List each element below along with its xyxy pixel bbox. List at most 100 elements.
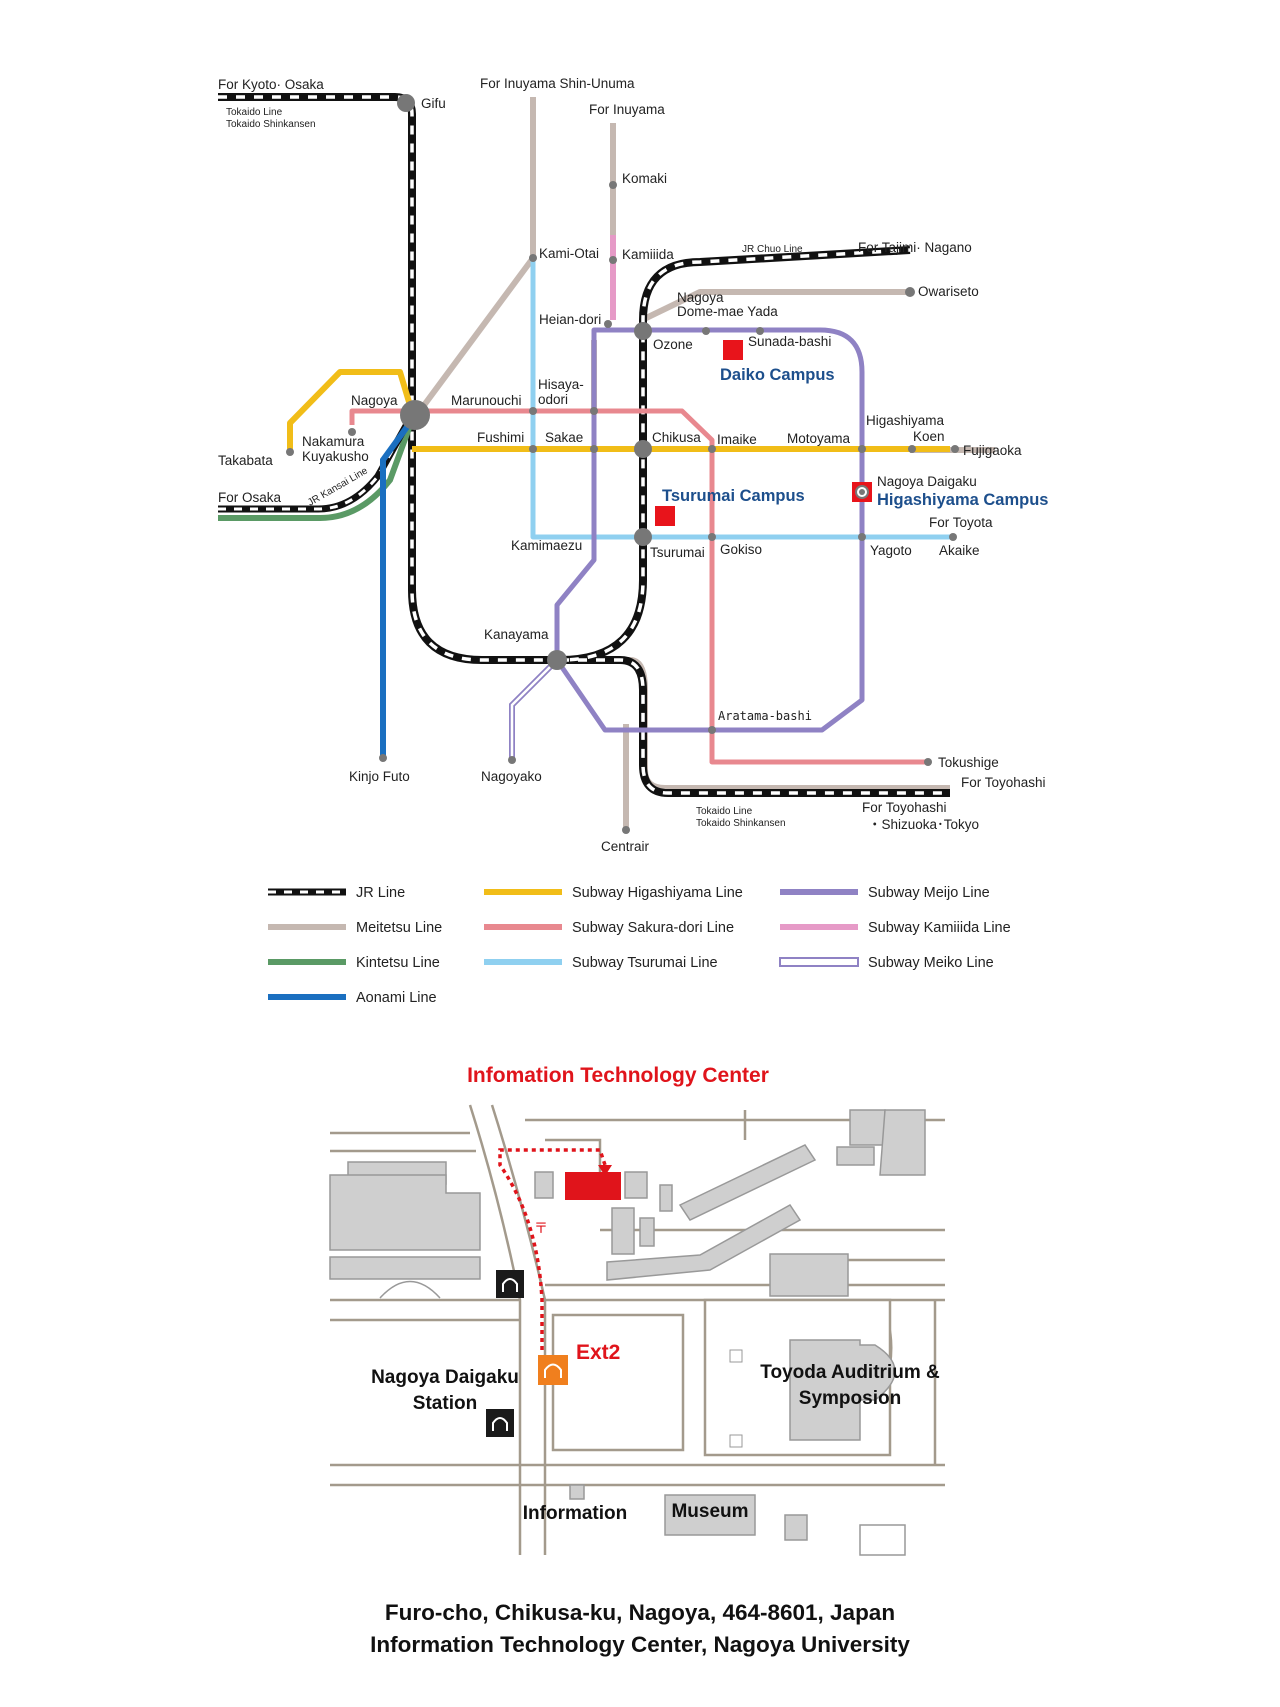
dest-osaka: For Osaka	[218, 490, 282, 505]
station-nagoyako: Nagoyako	[481, 769, 542, 784]
station-tokushige: Tokushige	[938, 755, 999, 770]
tsurumai-campus-label: Tsurumai Campus	[662, 487, 805, 505]
address-line: Furo-cho, Chikusa-ku, Nagoya, 464-8601, …	[384, 1600, 896, 1625]
station-aratama-bashi: Aratama-bashi	[718, 709, 812, 723]
line-label-tokaido-bottom-2: Tokaido Shinkansen	[696, 818, 786, 829]
station-marunouchi: Marunouchi	[451, 393, 522, 408]
address-footer: Furo-cho, Chikusa-ku, Nagoya, 464-8601, …	[0, 1597, 1280, 1661]
legend-kamiiida: Subway Kamiiida Line	[780, 920, 1011, 936]
line-label-jr-chuo: JR Chuo Line	[742, 244, 803, 255]
station-hisaya-1: Hisaya-	[538, 377, 584, 392]
campus-map-title: Infomation Technology Center	[467, 1064, 769, 1087]
auditorium-label-1: Toyoda Auditrium &	[760, 1362, 940, 1383]
tsurumai-campus-marker	[655, 506, 675, 526]
legend-meitetsu: Meitetsu Line	[268, 920, 442, 936]
aonami-line	[380, 418, 415, 758]
legend: JR Line Meitetsu Line Kintetsu Line Aona…	[268, 885, 1011, 1006]
station-komaki: Komaki	[622, 171, 667, 186]
station-yagoto: Yagoto	[870, 543, 912, 558]
station-sakae: Sakae	[545, 430, 583, 445]
station-nakamura-1: Nakamura	[302, 434, 365, 449]
campus-map: Infomation Technology Center	[329, 1064, 945, 1556]
station-nagoya: Nagoya	[351, 393, 398, 408]
dest-kyoto-osaka: For Kyoto· Osaka	[218, 77, 324, 92]
station-kamiiida: Kamiiida	[622, 247, 674, 262]
legend-aonami: Aonami Line	[268, 990, 437, 1006]
station-ozone: Ozone	[653, 337, 693, 352]
svg-text:Kintetsu Line: Kintetsu Line	[356, 955, 440, 971]
svg-text:Subway Tsurumai Line: Subway Tsurumai Line	[572, 955, 718, 971]
svg-text:Subway Sakura-dori Line: Subway Sakura-dori Line	[572, 920, 734, 936]
svg-text:Subway Kamiiida Line: Subway Kamiiida Line	[868, 920, 1011, 936]
svg-text:Subway Meijo Line: Subway Meijo Line	[868, 885, 990, 901]
dest-inuyama: For Inuyama	[589, 102, 665, 117]
station-owariseto: Owariseto	[918, 284, 979, 299]
line-label-tokaido-top-1: Tokaido Line	[226, 107, 283, 118]
museum-label: Museum	[671, 1501, 748, 1522]
legend-sakura: Subway Sakura-dori Line	[484, 920, 734, 936]
dest-toyohashi: For Toyohashi	[961, 775, 1046, 790]
station-gokiso: Gokiso	[720, 542, 762, 557]
jr-kansai-line	[218, 413, 416, 513]
dest-inuyama-shin-unuma: For Inuyama Shin-Unuma	[480, 76, 635, 91]
legend-meiko: Subway Meiko Line	[779, 955, 994, 971]
route-map: For Kyoto· Osaka Tokaido Line Tokaido Sh…	[218, 76, 1048, 1006]
station-gifu: Gifu	[421, 96, 446, 111]
map-area: 〒	[329, 1104, 945, 1556]
walking-route	[498, 1148, 607, 1350]
subway-exit-icon	[496, 1270, 524, 1298]
subway-station-icon	[486, 1409, 514, 1437]
auditorium-label-2: Symposion	[799, 1388, 901, 1409]
dest-tajimi-nagano: For Tajimi· Nagano	[858, 240, 972, 255]
svg-text:Aonami Line: Aonami Line	[356, 990, 437, 1006]
legend-meijo: Subway Meijo Line	[780, 885, 990, 901]
station-kinjo-futo: Kinjo Futo	[349, 769, 410, 784]
organization-line: Information Technology Center, Nagoya Un…	[370, 1632, 910, 1657]
station-kami-otai: Kami-Otai	[539, 246, 599, 261]
station-sunada-bashi: Sunada-bashi	[748, 334, 831, 349]
station-motoyama: Motoyama	[787, 431, 851, 446]
svg-text:〒: 〒	[534, 1220, 548, 1236]
station-nagoya-dome-2: Dome-mae Yada	[677, 304, 778, 319]
daiko-campus-marker	[723, 340, 743, 360]
legend-higashiyama: Subway Higashiyama Line	[484, 885, 743, 901]
line-label-jr-kansai: JR Kansai Line	[306, 465, 370, 508]
station-higashiyama-koen-1: Higashiyama	[866, 413, 945, 428]
station-nagoya-dome-1: Nagoya	[677, 290, 724, 305]
svg-text:JR Line: JR Line	[356, 885, 405, 901]
station-dots	[286, 94, 959, 834]
svg-text:Meitetsu Line: Meitetsu Line	[356, 920, 442, 936]
subway-ext2-icon	[538, 1355, 568, 1385]
meiko-line	[509, 657, 560, 760]
station-kamimaezu: Kamimaezu	[511, 538, 582, 553]
sakura-dori-line	[349, 408, 928, 765]
station-tsurumai: Tsurumai	[650, 545, 705, 560]
meijo-line	[554, 327, 865, 733]
station-nagoya-daigaku: Nagoya Daigaku	[877, 474, 977, 489]
svg-text:Subway Higashiyama Line: Subway Higashiyama Line	[572, 885, 743, 901]
station-label-1: Nagoya Daigaku	[371, 1367, 519, 1388]
station-kanayama: Kanayama	[484, 627, 549, 642]
station-nakamura-2: Kuyakusho	[302, 449, 369, 464]
line-label-tokaido-bottom-1: Tokaido Line	[696, 806, 753, 817]
dest-shizuoka-tokyo: ・Shizuoka･Tokyo	[868, 817, 979, 832]
legend-tsurumai: Subway Tsurumai Line	[484, 955, 718, 971]
station-fujigaoka: Fujigaoka	[963, 443, 1022, 458]
svg-text:Subway Meiko Line: Subway Meiko Line	[868, 955, 994, 971]
station-centrair: Centrair	[601, 839, 650, 854]
station-fushimi: Fushimi	[477, 430, 524, 445]
station-imaike: Imaike	[717, 432, 757, 447]
legend-kintetsu: Kintetsu Line	[268, 955, 440, 971]
line-label-tokaido-top-2: Tokaido Shinkansen	[226, 119, 316, 130]
station-label-2: Station	[413, 1393, 477, 1414]
station-higashiyama-koen-2: Koen	[913, 429, 945, 444]
higashiyama-campus-label: Higashiyama Campus	[877, 491, 1048, 509]
legend-jr: JR Line	[268, 885, 405, 901]
kintetsu-line	[218, 418, 415, 521]
station-chikusa: Chikusa	[652, 430, 701, 445]
itc-building-marker	[565, 1172, 621, 1200]
daiko-campus-label: Daiko Campus	[720, 366, 835, 384]
ext2-label: Ext2	[576, 1341, 620, 1364]
meitetsu-line	[410, 97, 995, 830]
tsurumai-line	[530, 258, 950, 540]
